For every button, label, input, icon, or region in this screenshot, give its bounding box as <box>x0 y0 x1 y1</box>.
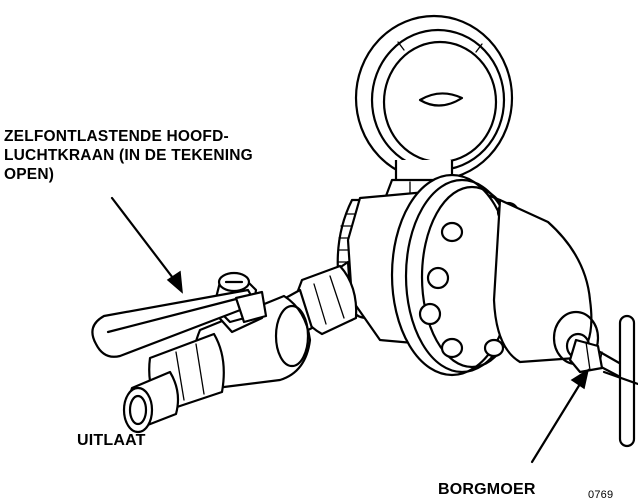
outlet-label: UITLAAT <box>77 432 146 449</box>
locknut-label: BORGMOER <box>438 481 536 498</box>
callout-arrow-valve <box>110 196 183 294</box>
adjusting-screw <box>568 314 638 448</box>
valve-handle <box>91 288 268 358</box>
figure-code: 0769 <box>588 489 614 501</box>
pressure-gauge <box>354 14 514 198</box>
regulator-body <box>336 173 600 377</box>
valve-label-line-3: OPEN) <box>4 166 55 183</box>
callout-arrow-locknut <box>530 368 590 464</box>
valve-label-line-2: LUCHTKRAAN (IN DE TEKENING <box>4 147 253 164</box>
outlet-coupling <box>122 332 225 434</box>
lock-nut <box>568 338 604 374</box>
valve-callout-label: ZELFONTLASTENDE HOOFD- LUCHTKRAAN (IN DE… <box>4 127 354 184</box>
valve-label-line-1: ZELFONTLASTENDE HOOFD- <box>4 128 229 145</box>
